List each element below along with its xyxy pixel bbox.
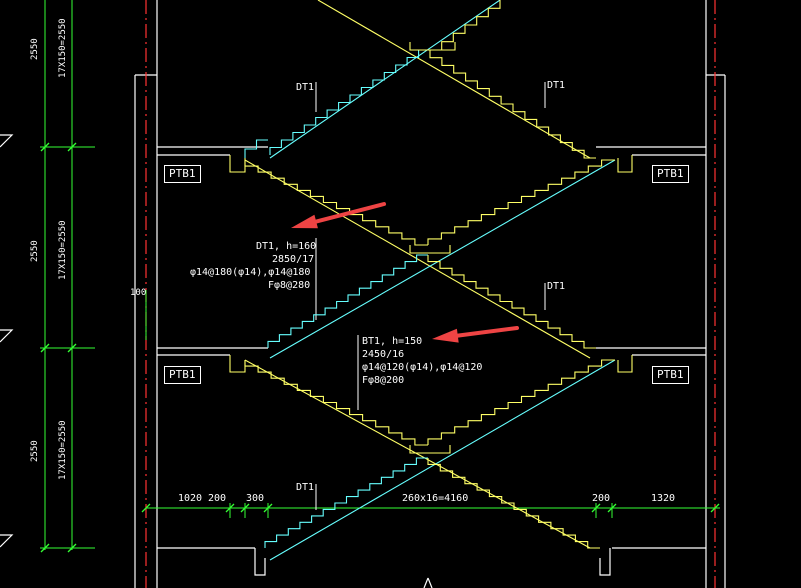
dt1-tag-top-left: DT1: [296, 82, 315, 93]
arrow-to-bt1-note: [432, 326, 519, 343]
slab-line-yellow-1: [317, 0, 591, 159]
step-pit-2r: [617, 355, 633, 373]
left-dim-level-c-detail: 17X150=2550: [58, 420, 68, 480]
mid-landing-3: [409, 445, 451, 454]
stair-flight-yellow-2b: [427, 159, 615, 245]
dim-100-label: 100: [130, 288, 147, 298]
dt1-note-line4: Fφ8@280: [268, 280, 311, 291]
arrow-to-bt1-note-shaft: [455, 326, 519, 338]
bottom-dim-5: 200: [592, 493, 611, 504]
bottom-dim-4: 260x16=4160: [402, 493, 469, 504]
bt1-note-line3: φ14@120(φ14),φ14@120: [362, 362, 483, 373]
step-pit-1r: [617, 155, 633, 173]
dimension-ticks: [40, 142, 720, 553]
bottom-dim-2: 200: [208, 493, 227, 504]
ptb1-lower-left: PTB1: [164, 366, 201, 384]
landing-slabs: [157, 146, 706, 588]
ptb1-upper-right: PTB1: [652, 165, 689, 183]
stair-flight-cyan-1b: [244, 139, 268, 158]
left-dim-level-c: 2550: [30, 440, 40, 462]
stair-flight-cyan-1a: [269, 49, 430, 155]
mid-landing-1: [409, 42, 456, 51]
left-dim-level-a: 2550: [30, 38, 40, 60]
stair-flight-yellow-3c: [427, 458, 600, 549]
stair-flight-cyan-2a: [267, 254, 428, 348]
ptb1-lower-right: PTB1: [652, 366, 689, 384]
ptb1-upper-left: PTB1: [164, 165, 201, 183]
bt1-note-line4: Fφ8@200: [362, 375, 405, 386]
stair-flight-cyan-3a: [264, 457, 428, 548]
stair-flight-yellow-2c: [427, 255, 596, 349]
annotation-arrows: [291, 202, 519, 343]
left-dim-level-b: 2550: [30, 240, 40, 262]
stair-flight-yellow-1b: [429, 50, 596, 159]
arrow-to-dt1-note-head: [291, 214, 318, 229]
stair-flight-yellow-3b: [427, 359, 615, 445]
bottom-dim-1: 1020: [178, 493, 203, 504]
slab-line-cyan-1: [269, 0, 501, 159]
dt1-note-line2: 2850/17: [272, 254, 315, 265]
left-dim-level-a-detail: 17X150=2550: [58, 18, 68, 78]
slab-line-yellow-2: [244, 159, 591, 359]
left-dim-level-b-detail: 17X150=2550: [58, 220, 68, 280]
slab-line-yellow-3: [244, 359, 591, 549]
bt1-note-line1: BT1, h=150: [362, 336, 423, 347]
arrow-to-bt1-note-head: [432, 328, 459, 343]
slab-line-cyan-2: [269, 159, 616, 359]
dt1-note-line3: φ14@180(φ14),φ14@180: [190, 267, 311, 278]
bt1-note-line2: 2450/16: [362, 349, 405, 360]
walls: [0, 0, 726, 588]
stair-flights: [229, 0, 633, 561]
step-pit-2l: [229, 355, 246, 373]
stair-flight-yellow-2a: [244, 160, 428, 246]
stair-flight-yellow-3a: [244, 360, 428, 446]
mid-landing-2: [409, 245, 451, 254]
tag-leaders: [315, 82, 546, 510]
arrow-to-dt1-note: [291, 202, 386, 229]
stair-flight-yellow-1a: [430, 0, 501, 51]
dt1-tag-mid-right: DT1: [547, 281, 566, 292]
arrow-to-dt1-note-shaft: [314, 202, 386, 224]
step-pit-1l: [229, 155, 246, 173]
dt1-tag-top-right: DT1: [547, 80, 566, 91]
dt1-tag-bottom-left: DT1: [296, 482, 315, 493]
dt1-note-line1: DT1, h=160: [256, 241, 317, 252]
slab-line-cyan-3: [269, 359, 616, 561]
bottom-dim-6: 1320: [651, 493, 676, 504]
bottom-dim-3: 300: [246, 493, 265, 504]
left-dimension-lines: [40, 0, 720, 550]
